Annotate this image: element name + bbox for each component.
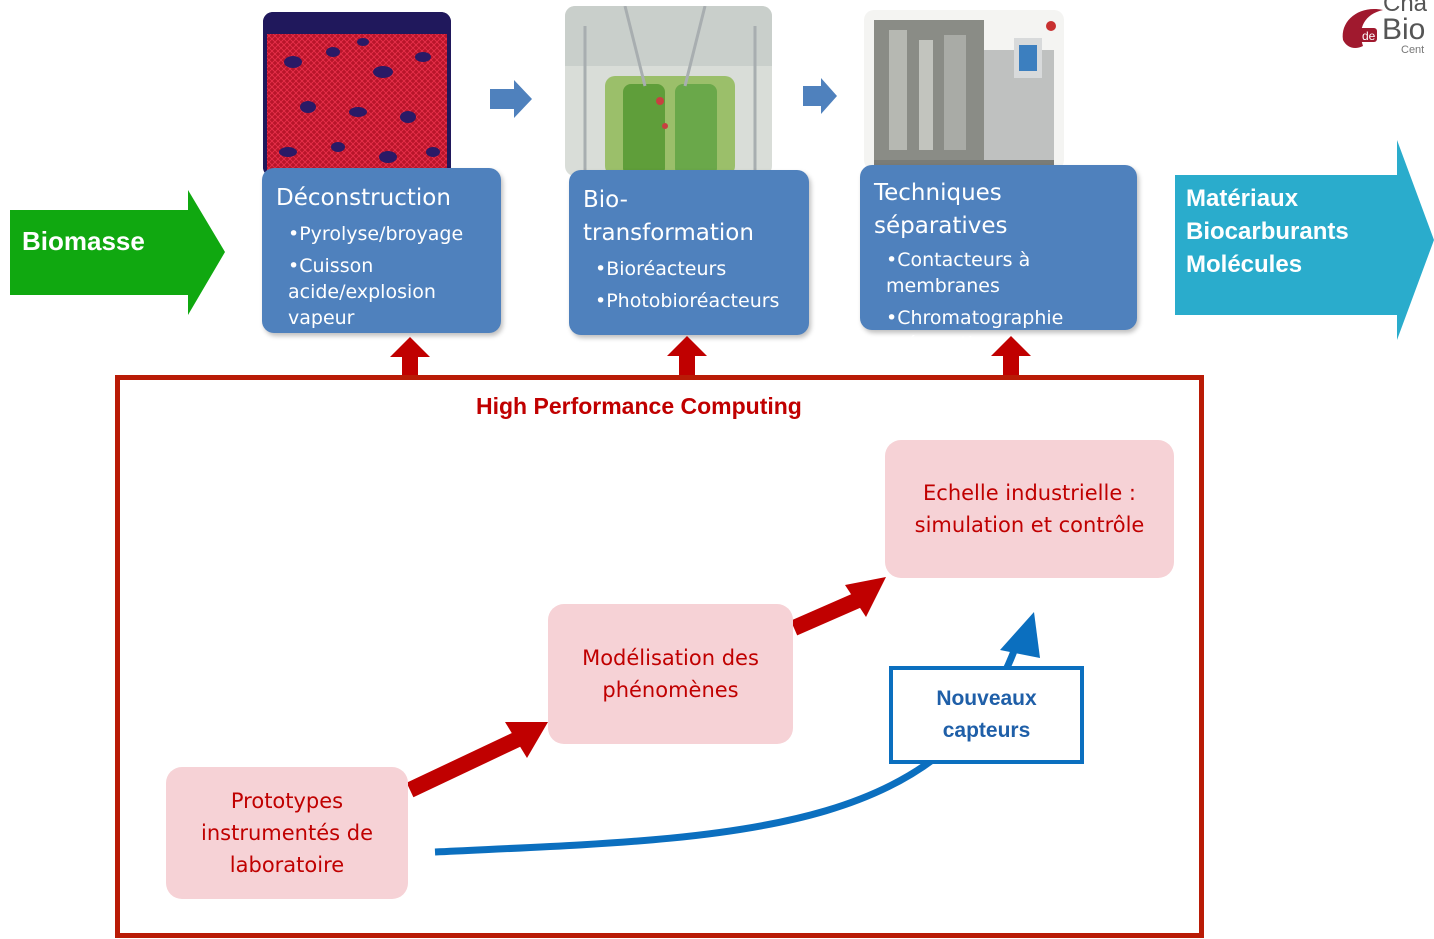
output-list: Matériaux Biocarburants Molécules	[1186, 182, 1349, 281]
up-arrow-2	[667, 336, 707, 378]
logo-text-prefix: de	[1362, 29, 1376, 43]
stage-item: Chromatographie préparative	[886, 305, 1086, 357]
hpc-frame	[115, 375, 1204, 938]
red-arrowhead-2	[845, 577, 886, 617]
up-arrow-3	[991, 336, 1031, 378]
stage-title: Bio-transformation	[583, 187, 754, 246]
red-connector-1	[406, 730, 524, 798]
red-arrowhead-1	[505, 722, 548, 758]
stage-item: Bioréacteurs	[595, 256, 795, 282]
small-arrow-2	[803, 78, 837, 114]
small-arrow-1	[490, 80, 532, 118]
output-item: Molécules	[1186, 251, 1303, 278]
logo-text-1: Cha	[1383, 0, 1428, 17]
red-connector-2	[790, 592, 862, 636]
biomasse-label: Biomasse	[22, 226, 145, 256]
stage-techniques-separatives: Techniques séparatives Contacteurs à mem…	[860, 165, 1137, 355]
step-industrielle: Echelle industrielle : simulation et con…	[885, 440, 1174, 578]
stage-item: Pyrolyse/broyage	[288, 221, 487, 247]
step-prototypes: Prototypes instrumentés de laboratoire	[166, 767, 408, 899]
micrograph-image	[263, 12, 451, 177]
stage-biotransformation: Bio-transformation Bioréacteurs Photobio…	[569, 170, 809, 335]
stage-item: Photobioréacteurs	[595, 288, 795, 314]
equipment-photo	[864, 10, 1064, 170]
separation-equipment-image	[864, 10, 1064, 170]
stage-title: Déconstruction	[276, 185, 451, 211]
stage-item: Cuisson acide/explosion vapeur	[288, 253, 487, 331]
output-arrow-shape	[1175, 140, 1434, 340]
hpc-title: High Performance Computing	[476, 393, 802, 419]
bioreactor-photo	[565, 6, 772, 176]
logo-text-2: Bio	[1382, 13, 1426, 46]
deconstruction-image	[263, 12, 451, 177]
stage-title: Techniques séparatives	[874, 180, 1008, 239]
logo: Cha de Bio Cent	[1335, 0, 1434, 60]
sensor-box: Nouveaux capteurs	[889, 666, 1084, 764]
bioreactor-image	[565, 6, 772, 176]
biomasse-arrow-shape	[10, 190, 225, 315]
up-arrow-1	[390, 337, 430, 379]
stage-deconstruction: Déconstruction Pyrolyse/broyage Cuisson …	[262, 168, 501, 333]
output-item: Biocarburants	[1186, 218, 1349, 245]
stage-item: Contacteurs à membranes	[886, 247, 1086, 299]
logo-mark	[1342, 9, 1383, 49]
biomasse-arrow: Biomasse	[10, 190, 225, 315]
step-modelisation: Modélisation des phénomènes	[548, 604, 793, 744]
sensor-label: Nouveaux capteurs	[936, 687, 1037, 742]
blue-arrowhead	[1000, 612, 1040, 658]
output-item: Matériaux	[1186, 185, 1299, 212]
logo-text-3: Cent	[1401, 44, 1425, 56]
output-arrow: Matériaux Biocarburants Molécules	[1175, 140, 1434, 340]
